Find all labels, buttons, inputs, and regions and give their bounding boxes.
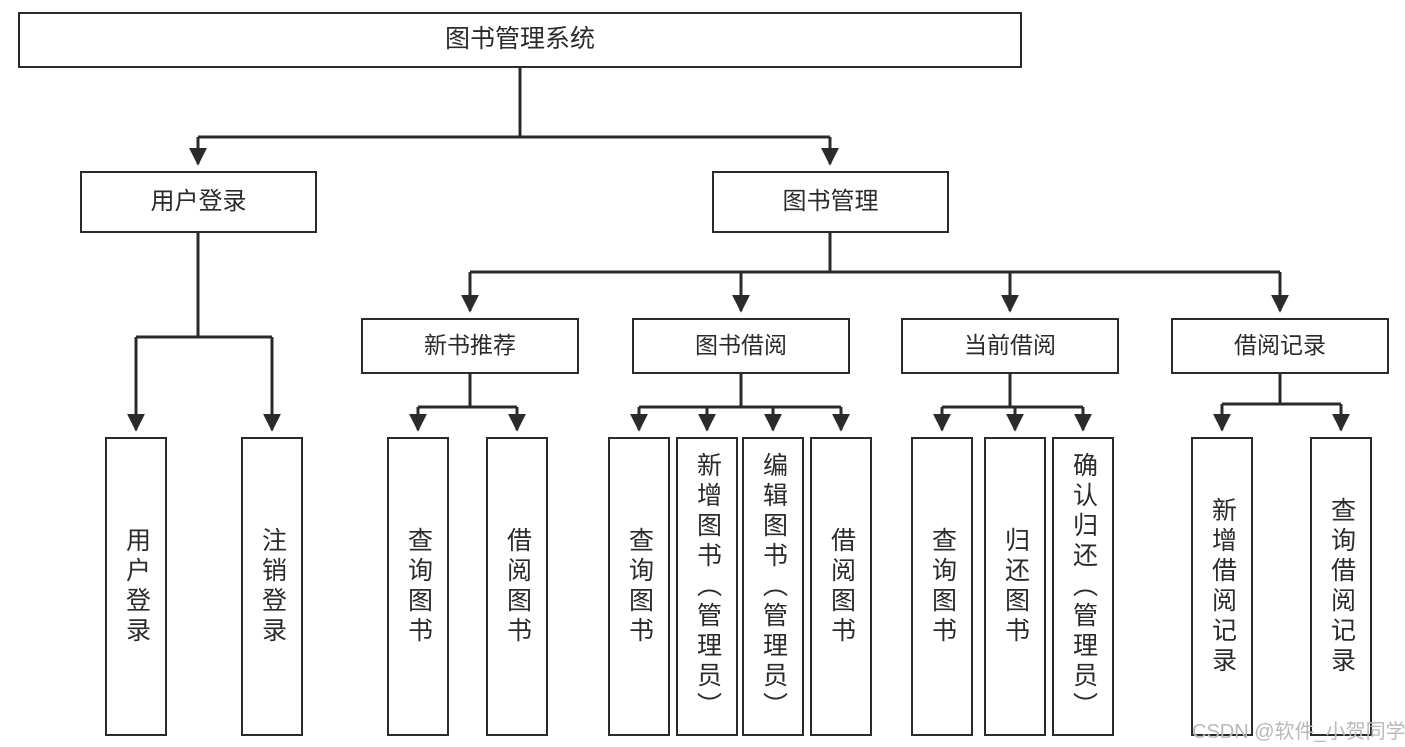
node-leaf-confirm-return-label: 确认归还（管理员） (1069, 451, 1098, 722)
node-root[interactable]: 图书管理系统 (18, 12, 1022, 68)
node-leaf-query-record[interactable]: 查询借阅记录 (1310, 437, 1372, 736)
node-user-login[interactable]: 用户登录 (80, 171, 317, 233)
node-book-manage-label: 图书管理 (782, 187, 879, 215)
node-leaf-query-record-label: 查询借阅记录 (1327, 496, 1356, 677)
node-leaf-logout[interactable]: 注销登录 (241, 437, 303, 736)
node-current-borrow-label: 当前借阅 (964, 332, 1056, 359)
node-borrow-record[interactable]: 借阅记录 (1171, 318, 1389, 374)
node-leaf-add-book-label: 新增图书（管理员） (693, 451, 722, 722)
node-leaf-query-book-3-label: 查询图书 (928, 526, 957, 647)
node-leaf-query-book-3[interactable]: 查询图书 (911, 437, 973, 736)
node-leaf-add-record[interactable]: 新增借阅记录 (1191, 437, 1253, 736)
node-leaf-add-record-label: 新增借阅记录 (1208, 496, 1237, 677)
node-leaf-user-login[interactable]: 用户登录 (105, 437, 167, 736)
node-book-manage[interactable]: 图书管理 (712, 171, 949, 233)
node-borrow-record-label: 借阅记录 (1234, 332, 1326, 359)
node-leaf-query-book-1-label: 查询图书 (404, 526, 433, 647)
node-book-borrow-label: 图书借阅 (695, 332, 787, 359)
node-leaf-edit-book[interactable]: 编辑图书（管理员） (742, 437, 804, 736)
node-leaf-borrow-book-2-label: 借阅图书 (827, 526, 856, 647)
node-leaf-borrow-book-1[interactable]: 借阅图书 (486, 437, 548, 736)
node-leaf-query-book-2-label: 查询图书 (625, 526, 654, 647)
node-user-login-label: 用户登录 (150, 187, 247, 215)
node-new-book-rec-label: 新书推荐 (424, 332, 516, 359)
node-current-borrow[interactable]: 当前借阅 (901, 318, 1119, 374)
node-book-borrow[interactable]: 图书借阅 (632, 318, 850, 374)
node-leaf-edit-book-label: 编辑图书（管理员） (759, 451, 788, 722)
node-leaf-logout-label: 注销登录 (258, 526, 287, 647)
node-leaf-borrow-book-2[interactable]: 借阅图书 (810, 437, 872, 736)
node-leaf-return-book[interactable]: 归还图书 (984, 437, 1046, 736)
node-leaf-query-book-1[interactable]: 查询图书 (387, 437, 449, 736)
node-leaf-query-book-2[interactable]: 查询图书 (608, 437, 670, 736)
node-leaf-add-book[interactable]: 新增图书（管理员） (676, 437, 738, 736)
node-new-book-rec[interactable]: 新书推荐 (361, 318, 579, 374)
csdn-watermark: CSDN @软件_小贺同学 (1192, 721, 1405, 743)
node-leaf-confirm-return[interactable]: 确认归还（管理员） (1052, 437, 1114, 736)
node-leaf-borrow-book-1-label: 借阅图书 (503, 526, 532, 647)
node-root-label: 图书管理系统 (444, 25, 595, 54)
node-leaf-user-login-label: 用户登录 (122, 526, 151, 647)
node-leaf-return-book-label: 归还图书 (1001, 526, 1030, 647)
